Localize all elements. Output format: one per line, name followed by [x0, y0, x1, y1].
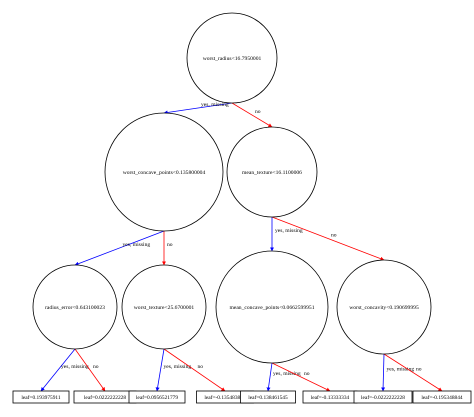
edge-yes: yes, missing	[381, 353, 415, 392]
edge-yes: yes, missing	[270, 217, 303, 252]
split-node: worst_concavity<0.190699995	[336, 259, 432, 355]
nodes-layer: worst_radius<16.7950001 worst_concave_poi…	[12, 12, 472, 404]
edge-no: no	[163, 348, 226, 392]
edge-yes: yes, missing	[163, 102, 233, 115]
leaf-node: leaf=-0.135483876	[196, 390, 254, 404]
node-circle	[336, 259, 432, 355]
leaf-box	[353, 390, 413, 404]
split-condition-label: radius_error<0.643100023	[45, 305, 105, 311]
edge-label: yes, missing	[387, 367, 415, 373]
split-node: worst_radius<16.7950001	[186, 12, 278, 104]
edge-label: no	[331, 233, 337, 239]
edge-label: yes, missing	[61, 364, 89, 370]
node-circle	[104, 112, 224, 232]
edge-label: yes, missing	[164, 364, 192, 370]
edge-label: yes, missing	[275, 228, 303, 234]
node-circle	[121, 264, 207, 350]
node-circle	[226, 126, 318, 218]
node-circle	[215, 250, 329, 364]
leaf-node: leaf=-0.0222222228	[353, 390, 413, 404]
leaf-box	[412, 390, 472, 404]
leaf-label: leaf=-0.135483876	[204, 394, 246, 401]
edge-line-no	[74, 348, 106, 392]
edge-label: no	[255, 109, 261, 115]
leaf-box	[12, 390, 70, 404]
split-node: mean_texture<16.1100006	[226, 126, 318, 218]
leaf-label: leaf=0.0956521779	[136, 394, 178, 401]
edge-no: no	[162, 231, 173, 266]
edge-yes: yes, missing	[266, 362, 301, 392]
edge-line-yes	[155, 348, 165, 392]
leaf-node: leaf=0.0222222228	[73, 390, 137, 404]
edge-label: yes, missing	[201, 102, 229, 108]
split-condition-label: worst_radius<16.7950001	[203, 56, 262, 62]
edge-yes: yes, missing	[74, 230, 165, 266]
edge-label: yes, missing	[273, 371, 301, 377]
leaf-node: leaf=0.193975911	[12, 390, 70, 404]
edge-line-no	[271, 362, 331, 392]
edge-label: no	[93, 364, 99, 370]
leaf-label: leaf=-0.0222222228	[361, 394, 405, 401]
node-circle	[32, 264, 118, 350]
leaf-node: leaf=-0.195348844	[412, 390, 472, 404]
edge-no: no	[231, 102, 273, 128]
edge-no: no	[383, 353, 443, 392]
split-condition-label: mean_texture<16.1100006	[242, 170, 302, 176]
leaf-node: leaf=0.138461545	[240, 390, 296, 404]
split-condition-label: mean_concave_points<0.0662599951	[229, 305, 314, 311]
edge-line-yes	[74, 230, 165, 266]
edge-no: no	[271, 362, 331, 392]
edge-line-yes	[266, 362, 273, 392]
edge-label: no	[198, 364, 204, 370]
edge-no: no	[74, 348, 106, 392]
leaf-node: leaf=0.0956521779	[128, 390, 186, 404]
edge-label: yes, missing	[123, 242, 151, 248]
leaf-node: leaf=-0.13333334	[302, 390, 358, 404]
node-circle	[186, 12, 278, 104]
edge-label: no	[416, 367, 422, 373]
edge-yes: yes, missing	[40, 348, 89, 392]
edge-line-no	[163, 348, 226, 392]
split-condition-label: worst_texture<25.6700001	[134, 305, 195, 311]
edge-line-yes	[381, 353, 386, 392]
edge-line-no	[271, 216, 385, 261]
edge-no: no	[271, 216, 385, 261]
split-condition-label: worst_concave_points<0.135800004	[123, 170, 206, 176]
edge-line-yes	[40, 348, 76, 392]
edge-line-no	[231, 102, 273, 128]
edge-label: no	[304, 371, 310, 377]
split-condition-label: worst_concavity<0.190699995	[349, 305, 419, 311]
edge-line-no	[383, 353, 443, 392]
edge-yes: yes, missing	[155, 348, 192, 392]
edge-label: no	[167, 242, 173, 248]
leaf-label: leaf=0.0222222228	[84, 394, 126, 401]
leaf-label: leaf=0.193975911	[21, 394, 61, 401]
leaf-label: leaf=-0.13333334	[311, 394, 350, 401]
split-node: worst_concave_points<0.135800004	[104, 112, 224, 232]
split-node: worst_texture<25.6700001	[121, 264, 207, 350]
split-node: radius_error<0.643100023	[32, 264, 118, 350]
leaf-label: leaf=-0.195348844	[421, 394, 463, 401]
leaf-box	[128, 390, 186, 404]
leaf-box	[240, 390, 296, 404]
leaf-label: leaf=0.138461545	[248, 394, 288, 401]
edge-line-yes	[163, 102, 233, 115]
split-node: mean_concave_points<0.0662599951	[215, 250, 329, 364]
